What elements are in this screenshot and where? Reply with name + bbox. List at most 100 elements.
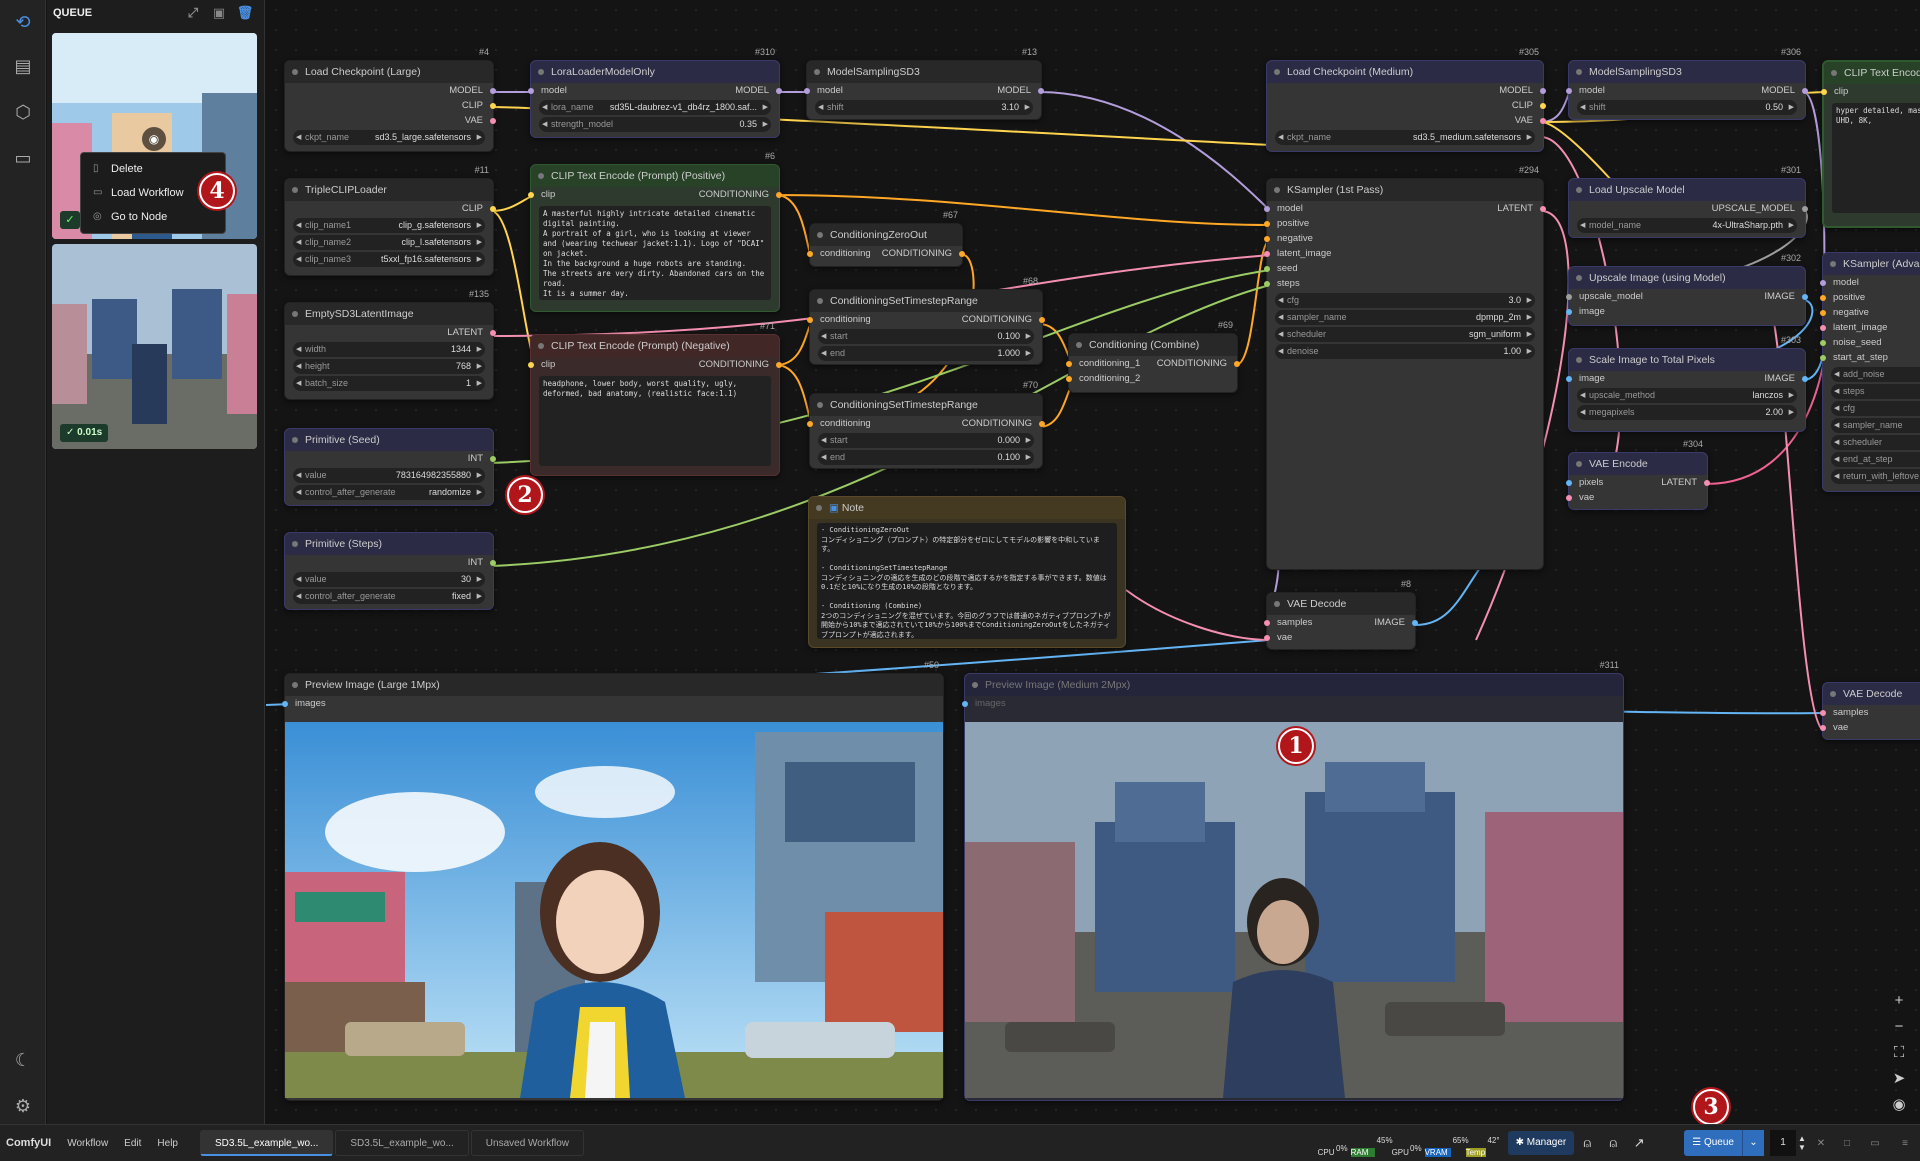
node-title[interactable]: Preview Image (Medium 2Mpx) bbox=[965, 674, 1623, 696]
node-title[interactable]: KSampler (Adva bbox=[1823, 253, 1920, 275]
workflow-tab[interactable]: SD3.5L_example_wo... bbox=[199, 1130, 334, 1156]
node-title[interactable]: ConditioningSetTimestepRange bbox=[810, 290, 1042, 312]
square-icon[interactable]: □ bbox=[1843, 1137, 1851, 1149]
node-load-checkpoint-medium[interactable]: #305 Load Checkpoint (Medium) MODEL CLIP… bbox=[1266, 47, 1546, 152]
graph-canvas[interactable]: #4 Load Checkpoint (Large) MODEL CLIP VA… bbox=[266, 0, 1920, 1124]
node-load-checkpoint-large[interactable]: #4 Load Checkpoint (Large) MODEL CLIP VA… bbox=[284, 47, 496, 152]
node-title[interactable]: Upscale Image (using Model) bbox=[1569, 267, 1805, 289]
node-cond-timestep-range-1[interactable]: #68 ConditioningSetTimestepRange conditi… bbox=[807, 276, 1045, 365]
widget-end-at-step[interactable]: end_at_step bbox=[1831, 452, 1920, 467]
trash-icon[interactable]: 🗑 bbox=[236, 5, 254, 20]
history-icon[interactable]: ⟲ bbox=[15, 12, 31, 32]
node-title[interactable]: ModelSamplingSD3 bbox=[807, 61, 1041, 83]
node-primitive-seed[interactable]: Primitive (Seed) INT value78316498235588… bbox=[284, 428, 496, 506]
image-icon[interactable]: ▣ bbox=[212, 5, 226, 20]
queue-item-1[interactable]: ◉ ✓ bbox=[52, 33, 257, 239]
node-title[interactable]: EmptySD3LatentImage bbox=[285, 303, 493, 325]
node-upscale-image[interactable]: #302 Upscale Image (using Model) upscale… bbox=[1566, 253, 1808, 326]
node-title[interactable]: ConditioningSetTimestepRange bbox=[810, 394, 1042, 416]
node-title[interactable]: VAE Decode bbox=[1267, 593, 1415, 615]
node-title[interactable]: ModelSamplingSD3 bbox=[1569, 61, 1805, 83]
node-preview-image-large[interactable]: #50 Preview Image (Large 1Mpx) images bbox=[282, 660, 944, 1101]
node-title[interactable]: VAE Encode bbox=[1569, 453, 1707, 475]
prompt-text[interactable]: A masterful highly intricate detailed ci… bbox=[539, 206, 771, 300]
widget-add-noise[interactable]: add_noise bbox=[1831, 367, 1920, 382]
expand-icon[interactable]: ⤢ bbox=[187, 5, 199, 20]
node-load-upscale-model[interactable]: #301 Load Upscale Model UPSCALE_MODEL mo… bbox=[1568, 165, 1808, 238]
eye-icon[interactable]: ◉ bbox=[142, 127, 166, 151]
workflow-tab[interactable]: Unsaved Workflow bbox=[470, 1130, 584, 1156]
node-clip-text-encode-positive[interactable]: #6 CLIP Text Encode (Prompt) (Positive) … bbox=[528, 151, 782, 312]
note-text[interactable]: - ConditioningZeroOut コンディショニング（プロンプト）の特… bbox=[817, 523, 1117, 639]
node-title[interactable]: Conditioning (Combine) bbox=[1069, 334, 1237, 356]
preview-image-large[interactable] bbox=[285, 722, 943, 1098]
widget-return-with-leftover[interactable]: return_with_leftove bbox=[1831, 469, 1920, 484]
node-title[interactable]: LoraLoaderModelOnly bbox=[531, 61, 779, 83]
menu-help[interactable]: Help bbox=[157, 1137, 178, 1149]
menu-workflow[interactable]: Workflow bbox=[67, 1137, 109, 1149]
moon-icon[interactable]: ☾ bbox=[14, 1050, 32, 1070]
zoom-out-icon[interactable]: − bbox=[1894, 1018, 1904, 1035]
node-title[interactable]: KSampler (1st Pass) bbox=[1267, 179, 1543, 201]
widget-scheduler[interactable]: scheduler bbox=[1831, 435, 1920, 450]
node-title[interactable]: VAE Decode bbox=[1823, 683, 1920, 705]
menu-edit[interactable]: Edit bbox=[124, 1137, 142, 1149]
prompt-text[interactable]: headphone, lower body, worst quality, ug… bbox=[539, 376, 771, 466]
fit-view-icon[interactable]: ⛶ bbox=[1893, 1044, 1905, 1061]
free-memory-icon[interactable]: ⍝ bbox=[1609, 1135, 1618, 1150]
share-icon[interactable]: ↗ bbox=[1633, 1135, 1645, 1150]
prompt-text[interactable]: hyper detailed, mast UHD, 8K, bbox=[1832, 103, 1920, 213]
node-title[interactable]: CLIP Text Encode (Prompt) (Negative) bbox=[531, 335, 779, 357]
node-title[interactable]: Load Checkpoint (Large) bbox=[285, 61, 493, 83]
menu-item-load-workflow[interactable]: ▭Load Workflow bbox=[81, 181, 225, 205]
folder-icon[interactable]: ▭ bbox=[14, 148, 32, 168]
node-conditioning-combine[interactable]: #69 Conditioning (Combine) conditioning_… bbox=[1066, 320, 1240, 393]
node-title[interactable]: Load Checkpoint (Medium) bbox=[1267, 61, 1543, 83]
manager-button[interactable]: ✱ Manager bbox=[1507, 1131, 1575, 1155]
node-title[interactable]: CLIP Text Encode (Prompt) (Positive) bbox=[531, 165, 779, 187]
menu-icon[interactable]: ≡ bbox=[1902, 1137, 1908, 1149]
batch-stepper[interactable]: ▲▼ bbox=[1798, 1134, 1806, 1152]
node-title[interactable]: Load Upscale Model bbox=[1569, 179, 1805, 201]
menu-item-go-to-node[interactable]: ◎Go to Node bbox=[81, 205, 225, 229]
node-vae-decode-2[interactable]: VAE Decode samples vae bbox=[1820, 682, 1920, 740]
gear-icon[interactable]: ⚙ bbox=[14, 1096, 32, 1116]
close-icon[interactable]: ✕ bbox=[1816, 1137, 1826, 1149]
node-note[interactable]: ▣ Note - ConditioningZeroOut コンディショニング（プ… bbox=[808, 496, 1126, 648]
node-cond-timestep-range-2[interactable]: #70 ConditioningSetTimestepRange conditi… bbox=[807, 380, 1045, 469]
node-clip-text-encode-negative[interactable]: #71 CLIP Text Encode (Prompt) (Negative)… bbox=[528, 321, 782, 476]
node-triple-clip-loader[interactable]: #11 TripleCLIPLoader CLIP clip_name1clip… bbox=[284, 165, 496, 276]
node-title[interactable]: Primitive (Steps) bbox=[285, 533, 493, 555]
library-icon[interactable]: ▤ bbox=[14, 56, 32, 76]
preview-image-medium[interactable] bbox=[965, 722, 1623, 1098]
node-title[interactable]: TripleCLIPLoader bbox=[285, 179, 493, 201]
batch-count-input[interactable]: 1 bbox=[1770, 1130, 1796, 1156]
node-ksampler-advanced[interactable]: KSampler (Adva model positive negative l… bbox=[1820, 252, 1920, 492]
node-title[interactable]: Preview Image (Large 1Mpx) bbox=[285, 674, 943, 696]
